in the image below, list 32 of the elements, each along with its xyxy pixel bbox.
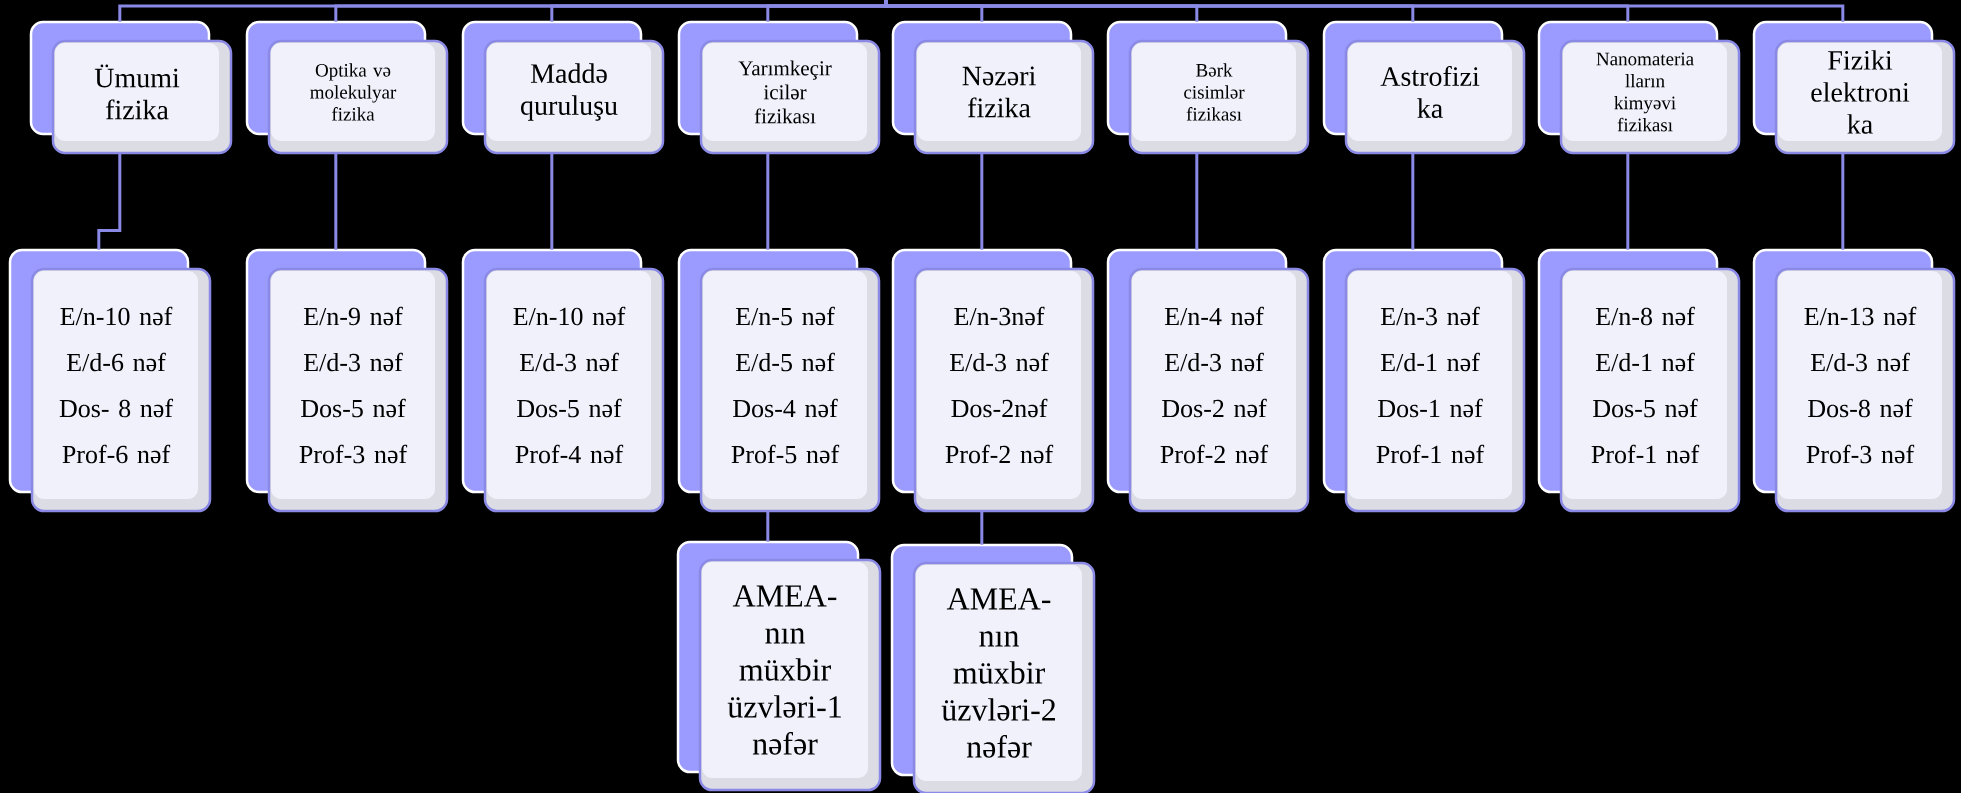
- connector-line: [1195, 153, 1199, 250]
- connector-line: [884, 0, 1845, 22]
- staff-box: E/n-3nəf E/d-3 nəf Dos-2nəf Prof-2 nəf: [891, 248, 1095, 513]
- department-box: Ümumi fizika: [29, 20, 233, 155]
- connector-line: [1841, 153, 1845, 250]
- department-box: Optika və molekulyar fizika: [245, 20, 449, 155]
- connector-line: [97, 153, 122, 250]
- staff-box: E/n-8 nəf E/d-1 nəf Dos-5 nəf Prof-1 nəf: [1537, 248, 1741, 513]
- staff-box: E/n-5 nəf E/d-5 nəf Dos-4 nəf Prof-5 nəf: [677, 248, 881, 513]
- staff-box: E/n-3 nəf E/d-1 nəf Dos-1 nəf Prof-1 nəf: [1322, 248, 1526, 513]
- department-box: Nəzəri fizika: [891, 20, 1095, 155]
- department-box: Fiziki elektroni ka: [1752, 20, 1956, 155]
- department-box: Maddə quruluşu: [461, 20, 665, 155]
- department-box: Nanomateria lların kimyəvi fizikası: [1537, 20, 1741, 155]
- staff-box: E/n-13 nəf E/d-3 nəf Dos-8 nəf Prof-3 nəf: [1752, 248, 1956, 513]
- member-box: AMEA-nın müxbir üzvləri-2 nəfər: [890, 543, 1096, 793]
- connector-line: [766, 153, 770, 250]
- department-box: Astrofizi ka: [1322, 20, 1526, 155]
- connector-line: [1626, 153, 1630, 250]
- staff-box: E/n-4 nəf E/d-3 nəf Dos-2 nəf Prof-2 nəf: [1106, 248, 1310, 513]
- member-box: AMEA-nın müxbir üzvləri-1 nəfər: [676, 540, 882, 792]
- department-box: Bərk cisimlər fizikası: [1106, 20, 1310, 155]
- staff-box: E/n-9 nəf E/d-3 nəf Dos-5 nəf Prof-3 nəf: [245, 248, 449, 513]
- staff-box: E/n-10 nəf E/d-3 nəf Dos-5 nəf Prof-4 nəf: [461, 248, 665, 513]
- connector-line: [550, 153, 554, 250]
- staff-box: E/n-10 nəf E/d-6 nəf Dos- 8 nəf Prof-6 nəf: [8, 248, 212, 513]
- connector-line: [980, 153, 984, 250]
- connector-line: [334, 153, 338, 250]
- connector-line: [980, 511, 984, 545]
- department-box: Yarımkeçir icilər fizikası: [677, 20, 881, 155]
- connector-line: [1411, 153, 1415, 250]
- connector-line: [766, 511, 770, 542]
